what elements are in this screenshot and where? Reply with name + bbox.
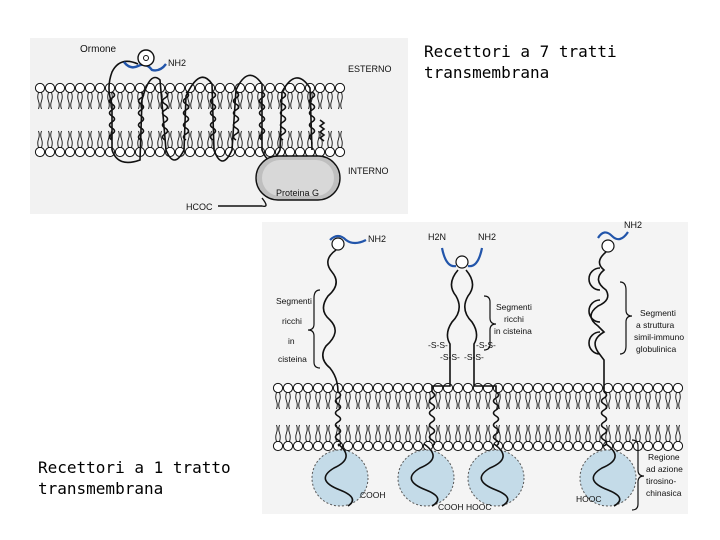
cooh-label-b: COOH (438, 502, 464, 512)
svg-text:globulinica: globulinica (636, 344, 676, 354)
svg-text:-S-S-: -S-S- (476, 340, 496, 350)
svg-text:a struttura: a struttura (636, 320, 675, 330)
one-tm-caption: Recettori a 1 tratto transmembrana (38, 457, 231, 499)
hormone-ligand (123, 49, 167, 72)
svg-text:ricchi: ricchi (282, 316, 302, 326)
svg-text:cisteina: cisteina (278, 354, 307, 364)
svg-text:Segmenti: Segmenti (276, 296, 312, 306)
svg-text:ad azione: ad azione (646, 464, 683, 474)
one-tm-caption-line-1: Recettori a 1 tratto (38, 458, 231, 477)
nh2-label-top: NH2 (168, 58, 186, 68)
seven-tm-panel: Ormone NH2 ESTERNO INTERNO Proteina G HC… (30, 38, 408, 214)
svg-text:in cisteina: in cisteina (494, 326, 532, 336)
disulfide-bridges: -S-S- -S-S- -S-S- -S-S- (428, 340, 496, 362)
svg-text:Regione: Regione (648, 452, 680, 462)
kinase-domain-1 (311, 443, 369, 507)
one-tm-caption-line-2: transmembrana (38, 479, 164, 498)
seven-tm-caption: Recettori a 7 tratti transmembrana (424, 41, 617, 83)
receptor-1-chain (322, 234, 367, 447)
cysteine-segments-label-1: Segmenti ricchi in cisteina (276, 296, 312, 364)
nh2-label-c: NH2 (624, 220, 642, 230)
hormone-label: Ormone (80, 44, 117, 55)
kinase-domain-3 (467, 443, 525, 507)
svg-text:in: in (288, 336, 295, 346)
svg-text:ricchi: ricchi (504, 314, 524, 324)
one-tm-panel: NH2 H2N NH2 NH2 Segmenti ricchi in ciste… (262, 220, 688, 514)
kinase-region-label: Regione ad azione tirosino- chinasica (646, 452, 683, 498)
hooc-label-b: HOOC (466, 502, 492, 512)
svg-text:chinasica: chinasica (646, 488, 682, 498)
nh2-label-a: NH2 (368, 234, 386, 244)
svg-text:-S-S-: -S-S- (428, 340, 448, 350)
receptor-2-chain (428, 247, 500, 447)
svg-text:tirosino-: tirosino- (646, 476, 676, 486)
kinase-domain-2 (397, 443, 455, 507)
kinase-domain-4 (579, 443, 637, 507)
seven-tm-caption-line-1: Recettori a 7 tratti (424, 42, 617, 61)
cooh-label-a: COOH (360, 490, 386, 500)
svg-text:simil-immuno: simil-immuno (634, 332, 684, 342)
g-protein (218, 155, 341, 208)
svg-text:Segmenti: Segmenti (640, 308, 676, 318)
h2n-label: H2N (428, 232, 446, 242)
svg-text:-S-S-: -S-S- (464, 352, 484, 362)
outside-label: ESTERNO (348, 64, 392, 74)
ig-segments-label: Segmenti a struttura simil-immuno globul… (634, 308, 684, 354)
hooc-label-c: HOOC (576, 494, 602, 504)
cysteine-segments-label-2: Segmenti ricchi in cisteina (494, 302, 532, 336)
hcooc-label: HCOC (186, 202, 213, 212)
inside-label: INTERNO (348, 166, 389, 176)
nh2-label-b: NH2 (478, 232, 496, 242)
receptor-3-chain (588, 231, 629, 447)
svg-text:-S-S-: -S-S- (440, 352, 460, 362)
g-protein-label: Proteina G (276, 188, 319, 198)
seven-tm-caption-line-2: transmembrana (424, 63, 550, 82)
svg-text:Segmenti: Segmenti (496, 302, 532, 312)
